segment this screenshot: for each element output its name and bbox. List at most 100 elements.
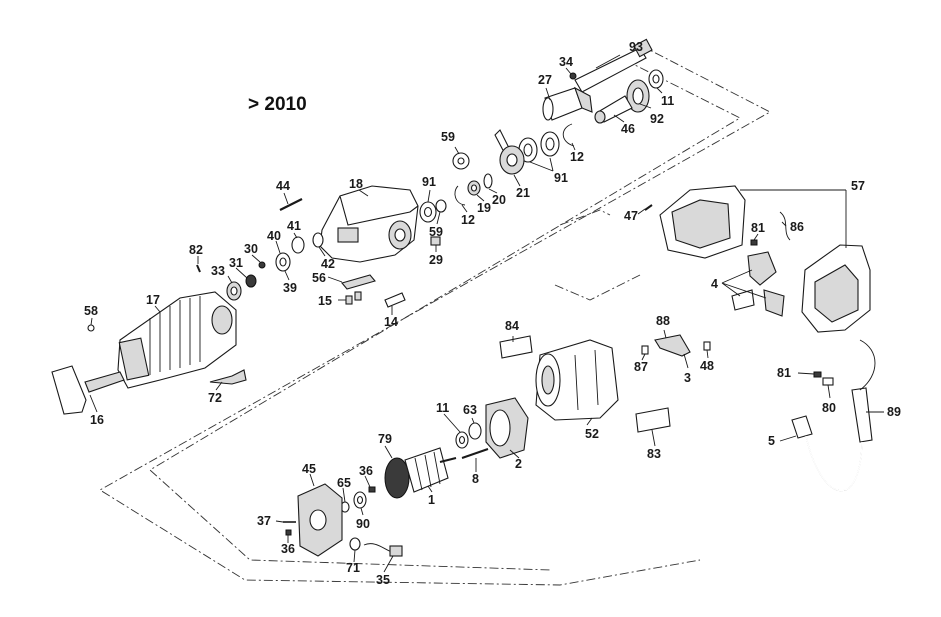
callout-93: 93: [629, 40, 643, 54]
callout-48: 48: [700, 359, 714, 373]
part-35-brush-lead: [363, 543, 403, 557]
callout-71: 71: [346, 561, 360, 575]
callout-80: 80: [822, 401, 836, 415]
part-4-switch-assembly: [731, 251, 785, 317]
callout-91: 91: [422, 175, 436, 189]
callout-19: 19: [477, 201, 491, 215]
part-92-gear: [626, 79, 650, 113]
callout-20: 20: [492, 193, 506, 207]
callout-37: 37: [257, 514, 271, 528]
part-86-spring: [779, 211, 791, 241]
callout-30: 30: [244, 242, 258, 256]
callout-36: 36: [281, 542, 295, 556]
part-59-washer-mid: [435, 199, 447, 213]
part-11-bearing-bottom: [455, 431, 469, 449]
callout-63: 63: [463, 403, 477, 417]
part-89-cord-protector: [851, 339, 876, 443]
part-12-clip-top: [562, 123, 575, 147]
part-44-screw: [279, 198, 303, 211]
part-71-washer: [349, 537, 361, 551]
callout-18: 18: [349, 177, 363, 191]
part-12-clip-mid: [454, 185, 466, 206]
part-29-plug: [430, 236, 441, 246]
callout-4: 4: [711, 277, 718, 291]
callout-34: 34: [559, 55, 573, 69]
part-90-bearing: [353, 491, 367, 509]
callout-2: 2: [515, 457, 522, 471]
part-46-pinion-shaft: [594, 95, 633, 124]
callout-58: 58: [84, 304, 98, 318]
part-93-spindle: [574, 38, 653, 93]
part-5-power-cord: [791, 415, 863, 492]
callout-79: 79: [378, 432, 392, 446]
callout-83: 83: [647, 447, 661, 461]
callout-40: 40: [267, 229, 281, 243]
callout-44: 44: [276, 179, 290, 193]
part-47-screw: [644, 204, 653, 211]
callout-59: 59: [441, 130, 455, 144]
callout-82: 82: [189, 243, 203, 257]
part-21-wobble-shaft: [494, 129, 525, 175]
part-52-field-housing: [535, 339, 619, 421]
callout-21: 21: [516, 186, 530, 200]
part-58-pin: [87, 324, 95, 332]
part-36-clip-mid: [368, 486, 376, 493]
callout-59: 59: [429, 225, 443, 239]
callout-33: 33: [211, 264, 225, 278]
callout-89: 89: [887, 405, 901, 419]
callout-12: 12: [570, 150, 584, 164]
callout-11: 11: [661, 94, 674, 108]
callout-17: 17: [146, 293, 160, 307]
part-11-bearing-top: [648, 69, 664, 89]
part-87-clip: [641, 345, 649, 355]
part-31-spring: [245, 274, 257, 288]
part-27-plunger: [542, 86, 593, 121]
callout-56: 56: [312, 271, 326, 285]
part-30-screw: [258, 261, 266, 269]
callout-31: 31: [229, 256, 243, 270]
callout-88: 88: [656, 314, 670, 328]
part-18-gear-case: [319, 185, 419, 263]
part-80-block: [822, 377, 834, 386]
callout-86: 86: [790, 220, 804, 234]
part-14-pin: [384, 292, 406, 308]
part-42-ring: [312, 232, 324, 248]
callout-42: 42: [321, 257, 335, 271]
part-56-plate: [341, 274, 376, 290]
part-91-bearing-mid: [419, 201, 437, 223]
callout-65: 65: [337, 476, 351, 490]
callout-11: 11: [436, 401, 449, 415]
part-72-lever: [209, 369, 247, 385]
part-20-ring: [483, 173, 493, 189]
callout-91: 91: [554, 171, 568, 185]
callout-87: 87: [634, 360, 648, 374]
part-41-washer: [291, 236, 305, 254]
part-45-end-cap: [297, 483, 343, 557]
callout-45: 45: [302, 462, 316, 476]
callout-labels: 93 34 27 11 92 46 59 12 91 21 20 19 12 4…: [84, 40, 901, 587]
part-84-label: [499, 335, 533, 359]
callout-92: 92: [650, 112, 664, 126]
part-83-label: [635, 407, 671, 433]
callout-29: 29: [429, 253, 443, 267]
callout-84: 84: [505, 319, 519, 333]
callout-8: 8: [472, 472, 479, 486]
assembly-guide-lines: [99, 44, 771, 586]
callout-57: 57: [851, 179, 865, 193]
callout-12: 12: [461, 213, 475, 227]
callout-47: 47: [624, 209, 638, 223]
callout-81: 81: [777, 366, 791, 380]
callout-41: 41: [287, 219, 301, 233]
part-34-pin: [569, 72, 577, 80]
part-79-armature: [384, 447, 457, 499]
callout-leaders: [89, 54, 884, 573]
callout-39: 39: [283, 281, 297, 295]
part-17-rubber-boot: [117, 291, 237, 389]
callout-16: 16: [90, 413, 104, 427]
part-81-clip-top: [750, 239, 758, 246]
part-2-field-coil: [485, 397, 529, 459]
part-15-screws: [345, 291, 362, 305]
part-57-handle-housing: [659, 185, 871, 333]
